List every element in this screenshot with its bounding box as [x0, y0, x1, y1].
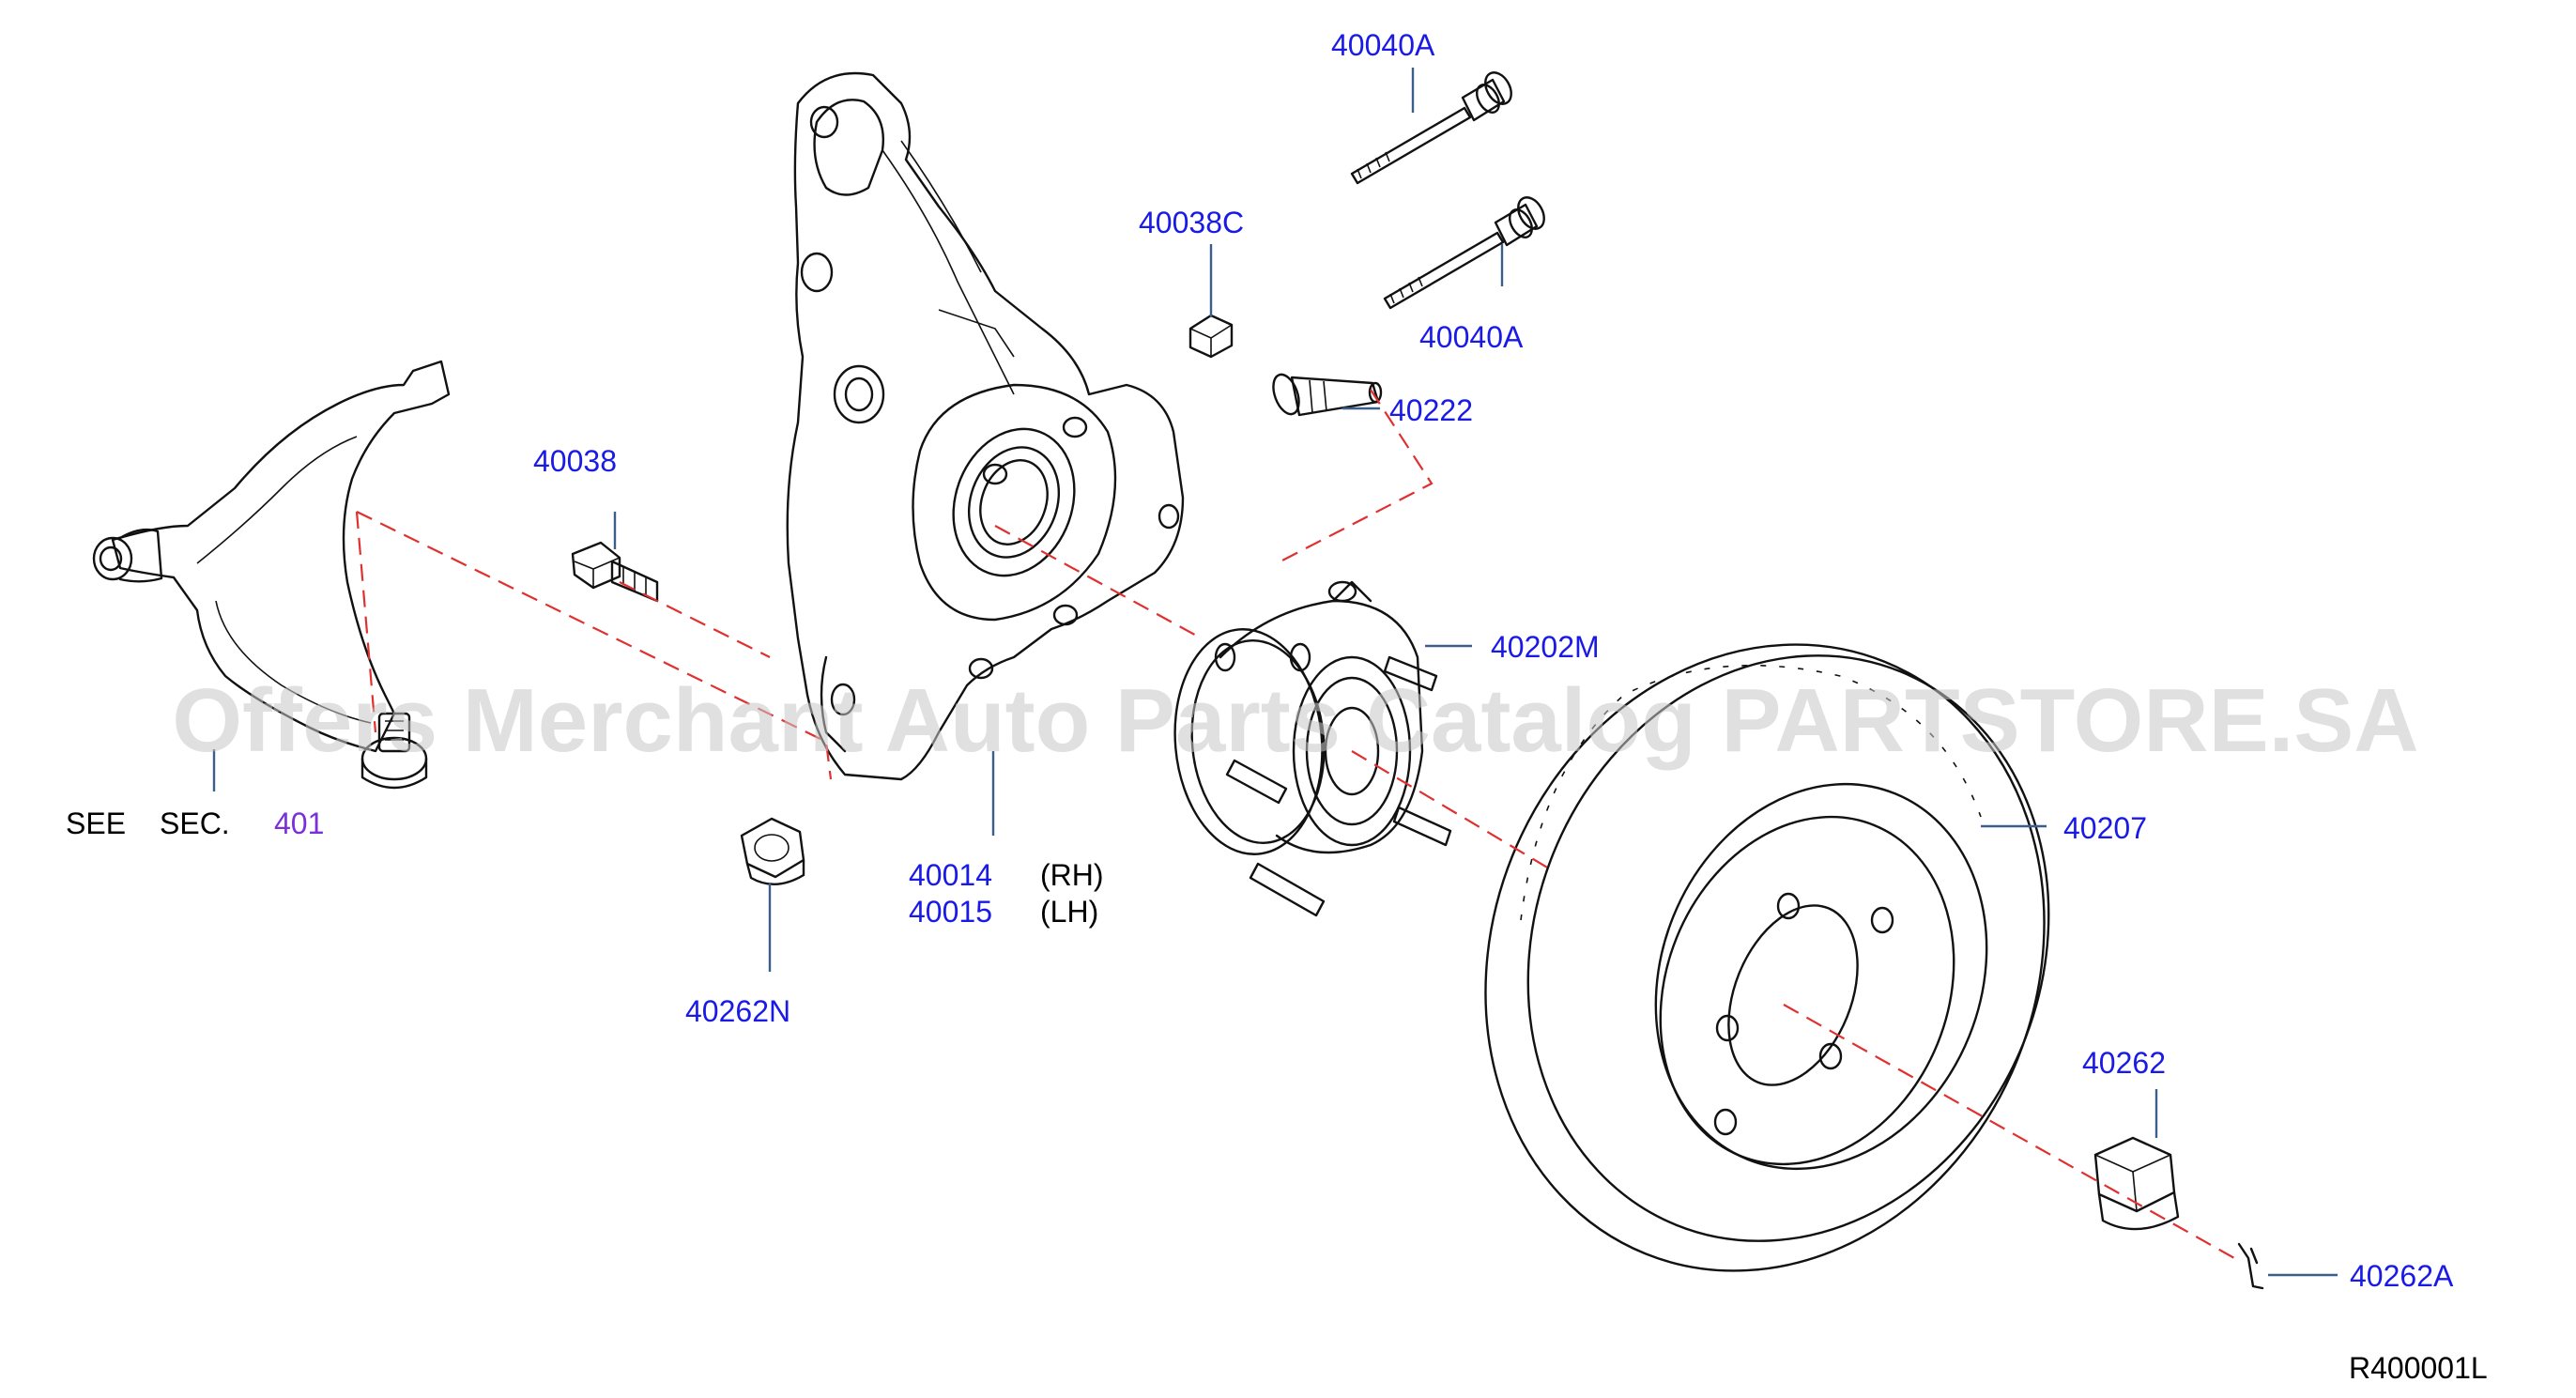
label-40202M[interactable]: 40202M [1491, 630, 1600, 664]
label-40040A-bottom[interactable]: 40040A [1419, 320, 1524, 354]
bolt-40040A-bottom [1383, 196, 1545, 310]
diagram-code: R400001L [2349, 1351, 2488, 1385]
bolt-40038 [571, 541, 659, 603]
label-40038C[interactable]: 40038C [1139, 206, 1244, 239]
label-40262N[interactable]: 40262N [685, 994, 790, 1028]
nut-40262N [740, 817, 805, 885]
label-40040A-top[interactable]: 40040A [1331, 28, 1435, 62]
leader-lines [212, 68, 2338, 1277]
label-40014[interactable]: 40014 [909, 858, 992, 892]
label-40207[interactable]: 40207 [2063, 811, 2147, 845]
bolt-40040A-top [1350, 71, 1512, 185]
wheel-stud-40222 [1272, 373, 1383, 417]
hub-assembly-40202M [1173, 580, 1452, 917]
steering-knuckle [786, 71, 1185, 781]
label-lh: (LH) [1040, 895, 1098, 929]
label-40038[interactable]: 40038 [533, 444, 617, 478]
watermark-text: Offers Merchant Auto Parts Catalog PARTS… [172, 670, 2418, 771]
label-40262[interactable]: 40262 [2082, 1046, 2166, 1080]
label-rh: (RH) [1040, 858, 1104, 892]
label-40015[interactable]: 40015 [909, 895, 992, 929]
centerlines [355, 389, 2235, 1259]
label-40222[interactable]: 40222 [1389, 393, 1473, 427]
brake-rotor-40207 [1484, 643, 2050, 1272]
label-40262A[interactable]: 40262A [2350, 1259, 2454, 1293]
lower-control-arm [92, 360, 451, 790]
sec-label: SEC. [160, 807, 230, 840]
nut-40038C [1188, 314, 1234, 359]
see-label: SEE [66, 807, 126, 840]
hub-nut-40262 [2093, 1136, 2180, 1231]
section-link-401[interactable]: 401 [274, 807, 324, 840]
cotter-pin-40262A [2237, 1242, 2264, 1290]
